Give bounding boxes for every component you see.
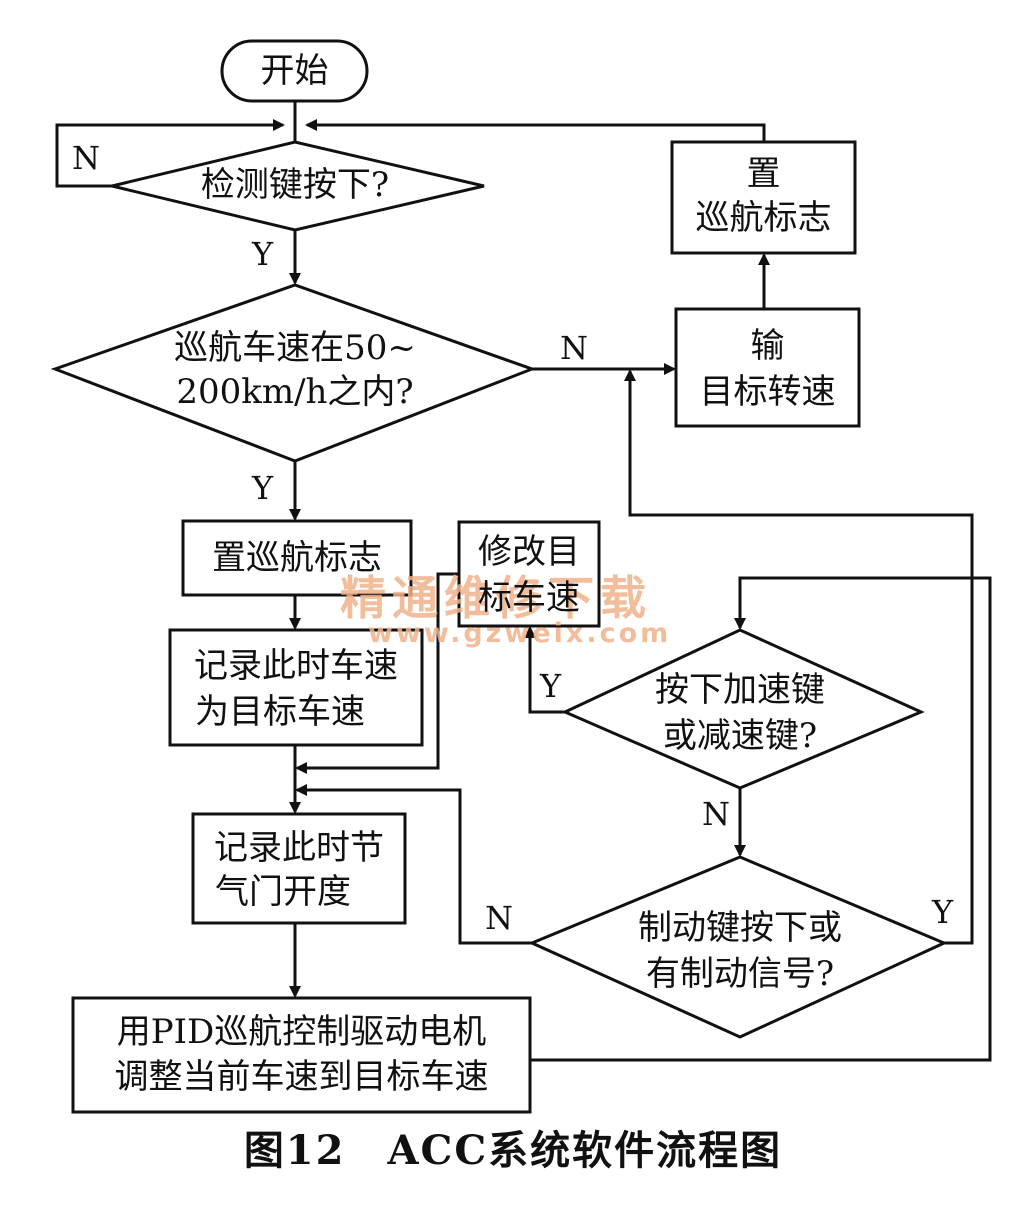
speed-no-label: N: [560, 329, 588, 367]
brake-no-line: [295, 784, 532, 945]
brake-yes-label: Y: [932, 893, 954, 931]
modify-target-label-line2: 标车速: [478, 578, 580, 618]
detect-no-loop: [55, 119, 285, 188]
pid-control-box: [71, 996, 532, 1114]
figure-caption: 图12 ACC系统软件流程图: [243, 1127, 783, 1174]
record-speed-label-line1: 记录此时车速: [194, 646, 398, 686]
pid-label-line2: 调整当前车速到目标车速: [114, 1057, 489, 1097]
start-label: 开始: [260, 51, 329, 91]
speed-yes-label: Y: [252, 469, 274, 507]
accel-yes-label: Y: [540, 667, 562, 705]
output-label-line1: 输: [750, 326, 785, 366]
record-speed-label-line2: 为目标车速: [195, 692, 365, 732]
detect-key-label: 检测键按下?: [200, 165, 390, 205]
detect-no-label: N: [72, 139, 100, 177]
brake-yes-line: [624, 369, 974, 945]
accel-no-label: N: [702, 795, 730, 833]
brake-no-label: N: [485, 899, 513, 937]
pid-loop-line: [530, 576, 992, 1062]
brake-label-line1: 制动键按下或: [638, 908, 842, 948]
watermark-url: www.gzweix.com: [368, 618, 672, 649]
set-flag-top-label-line1: 置: [746, 154, 781, 194]
record-throttle-label-line2: 气门开度: [215, 872, 351, 912]
watermark-text: 精通维修下载: [340, 571, 652, 625]
modify-target-label-line1: 修改目: [478, 532, 580, 572]
pid-label-line1: 用PID巡航控制驱动电机: [116, 1012, 487, 1052]
accel-key-label-line1: 按下加速键: [655, 670, 825, 710]
set-flag-top-label-line2: 巡航标志: [695, 198, 832, 238]
detect-key-diamond-shape: [111, 140, 485, 232]
accel-yes-line: [524, 626, 565, 714]
record-throttle-box: [191, 812, 407, 925]
modify-return-line: [295, 572, 459, 774]
flag-return-line: [305, 119, 766, 142]
output-label-line2: 目标转速: [699, 372, 836, 412]
set-flag-main-label: 置巡航标志: [212, 538, 382, 578]
brake-label-line2: 有制动信号?: [645, 954, 835, 994]
record-throttle-label-line1: 记录此时节: [214, 828, 384, 868]
detect-yes-label: Y: [252, 235, 274, 273]
set-flag-main-box: [181, 519, 413, 597]
accel-key-label-line2: 或减速键?: [662, 716, 818, 756]
accel-key-diamond-shape: [561, 628, 925, 790]
speed-check-label-line2: 200km/h之内?: [176, 372, 414, 412]
speed-check-label-line1: 巡航车速在50~: [174, 328, 416, 368]
output-target-box: [674, 307, 861, 428]
